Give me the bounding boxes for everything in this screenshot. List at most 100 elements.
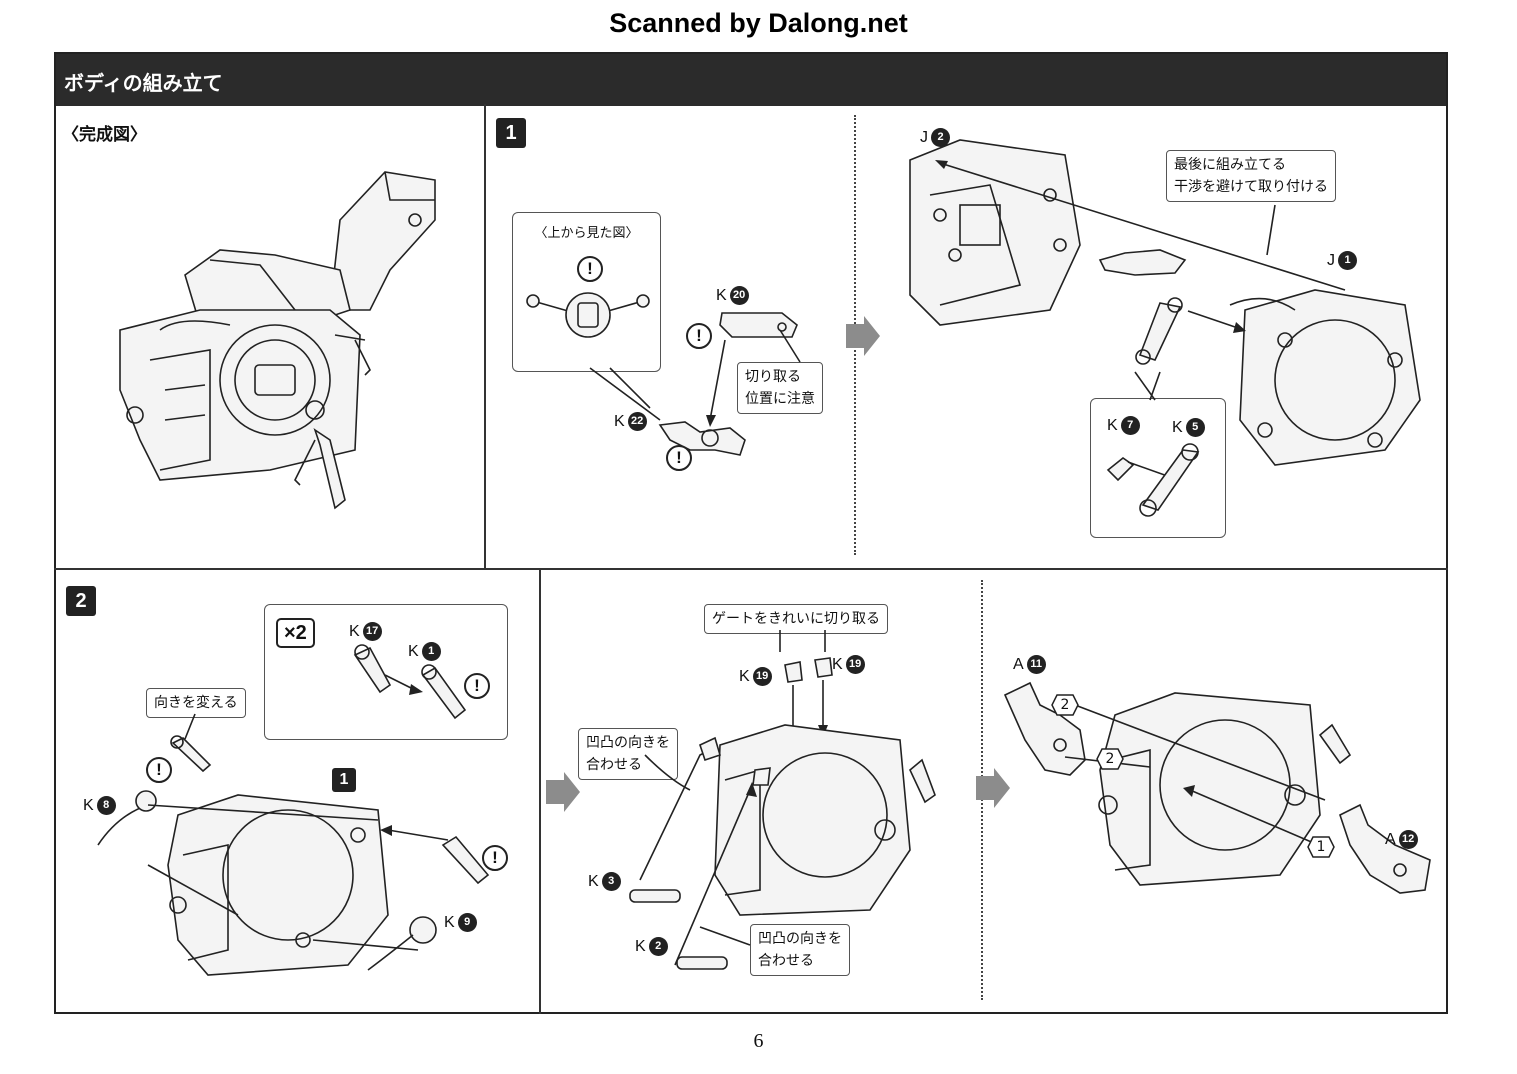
part-letter: K [614, 412, 625, 430]
align-note-leader [699, 926, 751, 946]
completed-body-drawing [119, 171, 436, 510]
part-number: 1 [421, 642, 441, 661]
cut-note: 切り取る 位置に注意 [737, 362, 823, 414]
step-arrow [846, 316, 880, 356]
align-note-line1: 凹凸の向きを [758, 931, 842, 947]
part-a12: A 12 [1385, 830, 1418, 849]
part-k2: K 2 [635, 937, 668, 956]
caution-icon: ! [146, 757, 172, 783]
part-k20-drawing [719, 312, 798, 338]
part-number: 12 [1398, 830, 1418, 849]
part-j1: J 1 [1327, 251, 1357, 270]
shock-drawing [1135, 297, 1183, 365]
header-bar: ボディの組み立て [56, 54, 1446, 106]
instruction-frame: ボディの組み立て [54, 52, 1448, 1014]
part-letter: K [444, 913, 455, 931]
align-note-line2: 合わせる [758, 953, 814, 969]
part-number: 3 [601, 872, 621, 891]
rear-shock-drawing [170, 735, 212, 773]
divider-h [54, 568, 1448, 570]
turn-note: 向きを変える [146, 688, 246, 718]
part-number: 1 [1338, 251, 1357, 270]
cut-note-leader [779, 329, 801, 363]
part-k19b: K 19 [832, 655, 865, 674]
part-letter: A [1013, 655, 1024, 673]
part-a11: A 11 [1013, 655, 1046, 674]
part-letter: K [349, 622, 360, 640]
part-letter: J [1327, 251, 1335, 269]
assembly-arrow-long [935, 160, 1346, 291]
part-letter: K [83, 796, 94, 814]
step2-right-drawing [1003, 681, 1431, 894]
part-number: 9 [457, 913, 477, 932]
part-number: 20 [729, 286, 749, 305]
align-note-2: 凹凸の向きを 合わせる [750, 924, 850, 976]
part-letter: K [716, 286, 727, 304]
caution-icon: ! [666, 445, 692, 471]
order-number: 2 [1060, 697, 1070, 713]
part-j2: J 2 [920, 128, 950, 147]
top-view-label: 〈上から見た図〉 [534, 226, 639, 241]
shock-arrow [1187, 310, 1246, 333]
part-k20: K 20 [716, 286, 749, 305]
part-number: 22 [627, 412, 647, 431]
part-k17: K 17 [349, 622, 382, 641]
part-k5: K 5 [1172, 418, 1205, 437]
part-number: 8 [96, 796, 116, 815]
part-letter: K [588, 872, 599, 890]
step-arrow [976, 768, 1010, 808]
align-note-line1: 凹凸の向きを [586, 735, 670, 751]
caution-icon: ! [686, 323, 712, 349]
caution-icon: ! [577, 256, 603, 282]
part-number: 19 [845, 655, 865, 674]
quantity-x2: ×2 [276, 618, 315, 648]
step2-frame-drawing [97, 790, 490, 976]
divider-v1 [484, 104, 486, 569]
step2-middle-drawing [639, 630, 936, 966]
caution-icon: ! [482, 845, 508, 871]
scanner-credit: Scanned by Dalong.net [609, 8, 908, 38]
part-letter: K [408, 642, 419, 660]
part-number: 11 [1026, 655, 1046, 674]
header-title: ボディの組み立て [64, 71, 223, 95]
callout-leader [1134, 371, 1161, 401]
part-number: 2 [931, 128, 950, 147]
caution-icon: ! [464, 673, 490, 699]
step1-badge: 1 [496, 118, 526, 148]
assembly-note-line1: 最後に組み立てる [1174, 157, 1286, 173]
frame-j2-drawing [909, 139, 1081, 326]
assembly-note-line2: 干渉を避けて取り付ける [1174, 179, 1328, 195]
align-note-line2: 合わせる [586, 757, 642, 773]
gate-note: ゲートをきれいに切り取る [704, 604, 888, 634]
turn-note-leader [184, 713, 196, 740]
parts-k7-k5-drawing [1106, 443, 1200, 517]
part-letter: K [1172, 418, 1183, 436]
k17-k1-drawing [353, 644, 467, 720]
part-k22: K 22 [614, 412, 647, 431]
part-number: 17 [362, 622, 382, 641]
part-k7: K 7 [1107, 416, 1140, 435]
part-letter: K [739, 667, 750, 685]
ref-step1-badge: 1 [332, 768, 356, 792]
part-number: 19 [752, 667, 772, 686]
k17-k1-callout [264, 604, 508, 740]
part-letter: J [920, 128, 928, 146]
assembly-note: 最後に組み立てる 干渉を避けて取り付ける [1166, 150, 1336, 202]
cut-note-line2: 位置に注意 [745, 391, 815, 407]
align-note-1: 凹凸の向きを 合わせる [578, 728, 678, 780]
divider-v2 [539, 570, 541, 1014]
frame-j1-drawing [1229, 289, 1421, 466]
order-badge: 2 [1051, 694, 1079, 716]
callout-leader [589, 367, 661, 421]
part-k1: K 1 [408, 642, 441, 661]
part-letter: K [635, 937, 646, 955]
top-view-callout: 〈上から見た図〉 [512, 212, 661, 372]
part-letter: K [832, 655, 843, 673]
assembly-note-leader [1266, 204, 1276, 256]
part-letter: A [1385, 830, 1396, 848]
part-k8: K 8 [83, 796, 116, 815]
order-number: 1 [1316, 839, 1326, 855]
completed-label: 〈完成図〉 [62, 125, 147, 145]
cut-note-line1: 切り取る [745, 369, 801, 385]
order-badge: 2 [1096, 748, 1124, 770]
